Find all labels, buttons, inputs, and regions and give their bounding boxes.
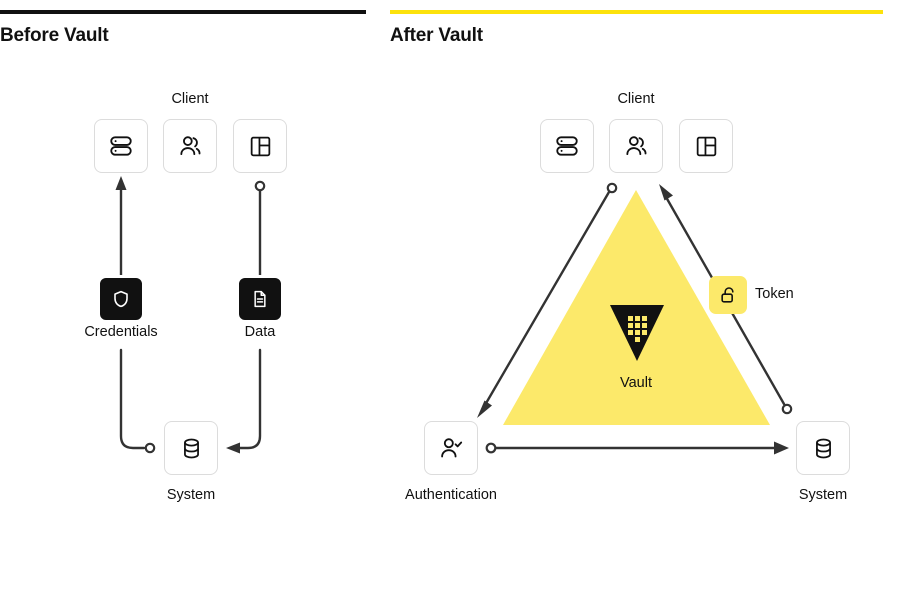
authentication-label: Authentication [405,487,497,503]
panel-after-vault: After Vault [390,0,883,604]
system-label-after: System [798,487,848,503]
client-node-server-before[interactable] [94,119,148,173]
token-label: Token [755,286,794,302]
data-label: Data [244,324,276,340]
panel-before-vault: Before Vault [0,0,366,604]
document-icon [250,289,270,309]
client-node-users-before[interactable] [163,119,217,173]
users-icon [177,133,203,159]
database-icon [811,436,836,461]
credentials-label: Credentials [84,324,158,340]
system-node-after[interactable] [796,421,850,475]
dashboard-layout-icon [248,134,273,159]
client-group-label-after: Client [617,91,655,107]
client-node-dashboard-after[interactable] [679,119,733,173]
panel-rule-after [390,10,883,14]
shield-icon [111,289,131,309]
client-node-server-after[interactable] [540,119,594,173]
panel-title-before: Before Vault [0,25,109,46]
vault-label: Vault [620,375,652,391]
system-label-before: System [166,487,216,503]
client-group-label-before: Client [171,91,209,107]
server-stack-icon [108,133,134,159]
database-icon [179,436,204,461]
token-badge[interactable] [709,276,747,314]
client-node-users-after[interactable] [609,119,663,173]
system-node-before[interactable] [164,421,218,475]
vault-logo-icon [610,305,664,361]
client-node-dashboard-before[interactable] [233,119,287,173]
panel-title-after: After Vault [390,25,483,46]
authentication-node[interactable] [424,421,478,475]
server-stack-icon [554,133,580,159]
users-icon [623,133,649,159]
data-node[interactable] [239,278,281,320]
panel-rule-before [0,10,366,14]
unlocked-padlock-icon [718,285,738,305]
credentials-node[interactable] [100,278,142,320]
dashboard-layout-icon [694,134,719,159]
user-check-icon [438,435,464,461]
